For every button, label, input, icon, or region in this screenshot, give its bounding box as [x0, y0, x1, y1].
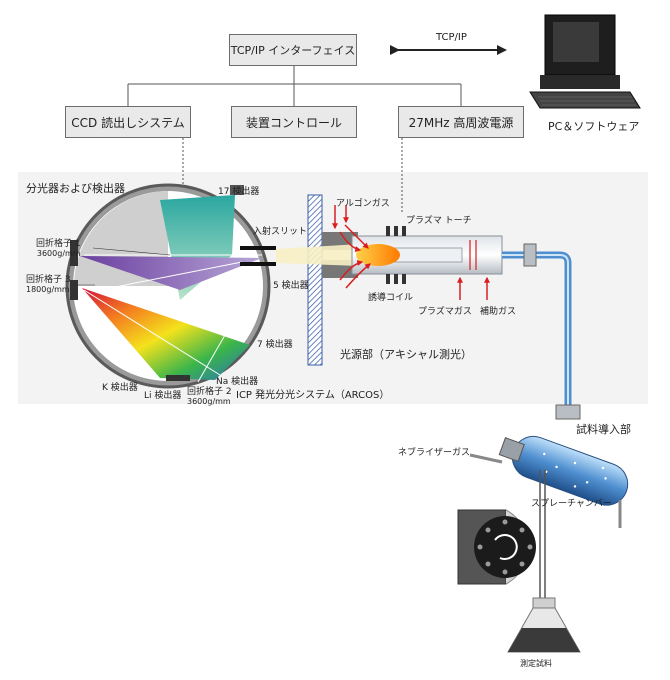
- auxiliary-gas-label: 補助ガス: [480, 307, 517, 317]
- pc-icon: [529, 14, 641, 109]
- sample-label: 測定試料: [520, 659, 552, 668]
- li-detector-label: Li 検出器: [144, 391, 182, 401]
- grating-3-name: 回折格子 3: [26, 275, 71, 285]
- ccd-readout-label: CCD 読出しシステム: [71, 115, 185, 130]
- peristaltic-pump: [457, 470, 546, 600]
- grating-2-lines: 3600g/mm: [187, 397, 231, 406]
- ccd-readout-box: CCD 読出しシステム: [65, 106, 191, 138]
- instrument-control-label: 装置コントロール: [245, 115, 342, 130]
- tcpip-interface-box: TCP/IP インターフェイス: [229, 34, 357, 66]
- na-detector-label: Na 検出器: [216, 377, 259, 387]
- plasma-torch-label: プラズマ トーチ: [406, 216, 472, 226]
- grating-2-label: 回折格子 2 3600g/mm: [187, 384, 232, 406]
- instrument-control-box: 装置コントロール: [231, 106, 357, 138]
- rf-generator-box: 27MHz 高周波電源: [398, 106, 524, 138]
- grating-1-label: 回折格子 1 3600g/mm: [36, 236, 81, 258]
- label-leaders: [72, 247, 171, 286]
- spray-chamber-label: スプレーチャンバー: [531, 499, 612, 509]
- spectrometer: [65, 183, 276, 389]
- detector-17-label: 17 検出器: [218, 187, 260, 197]
- plasma-gas-label: プラズマガス: [418, 307, 472, 317]
- detector-5-label: 5 検出器: [273, 281, 309, 291]
- grating-2-name: 回折格子 2: [187, 387, 232, 397]
- argon-gas-label: アルゴンガス: [336, 199, 390, 209]
- k-detector-label: K 検出器: [102, 383, 138, 393]
- tcpip-link-label: TCP/IP: [436, 32, 467, 43]
- grating-3-lines: 1800g/mm: [26, 285, 70, 294]
- grating-1-lines: 3600g/mm: [36, 249, 81, 258]
- sample-flask: [507, 597, 581, 653]
- entrance-slit-label: 入射スリット: [253, 227, 308, 237]
- light-source: [276, 194, 503, 366]
- spray-chamber: [469, 435, 629, 528]
- detector-7-label: 7 検出器: [257, 340, 293, 350]
- sample-tube: [502, 243, 581, 420]
- sample-intro-title: 試料導入部: [576, 423, 631, 436]
- tcpip-interface-label: TCP/IP インターフェイス: [230, 44, 356, 57]
- spectrometer-title: 分光器および検出器: [26, 182, 125, 195]
- pc-software-label: PC＆ソフトウェア: [548, 120, 640, 133]
- box-connectors: [127, 66, 462, 212]
- rf-generator-label: 27MHz 高周波電源: [408, 115, 514, 130]
- icp-system-label: ICP 発光分光システム（ARCOS）: [236, 390, 390, 401]
- grating-3-label: 回折格子 3 1800g/mm: [26, 272, 71, 294]
- light-source-title: 光源部（アキシャル測光）: [340, 348, 472, 361]
- induction-coil-label: 誘導コイル: [368, 293, 414, 303]
- nebulizer-gas-label: ネブライザーガス: [398, 448, 471, 458]
- grating-1-name: 回折格子 1: [36, 239, 81, 249]
